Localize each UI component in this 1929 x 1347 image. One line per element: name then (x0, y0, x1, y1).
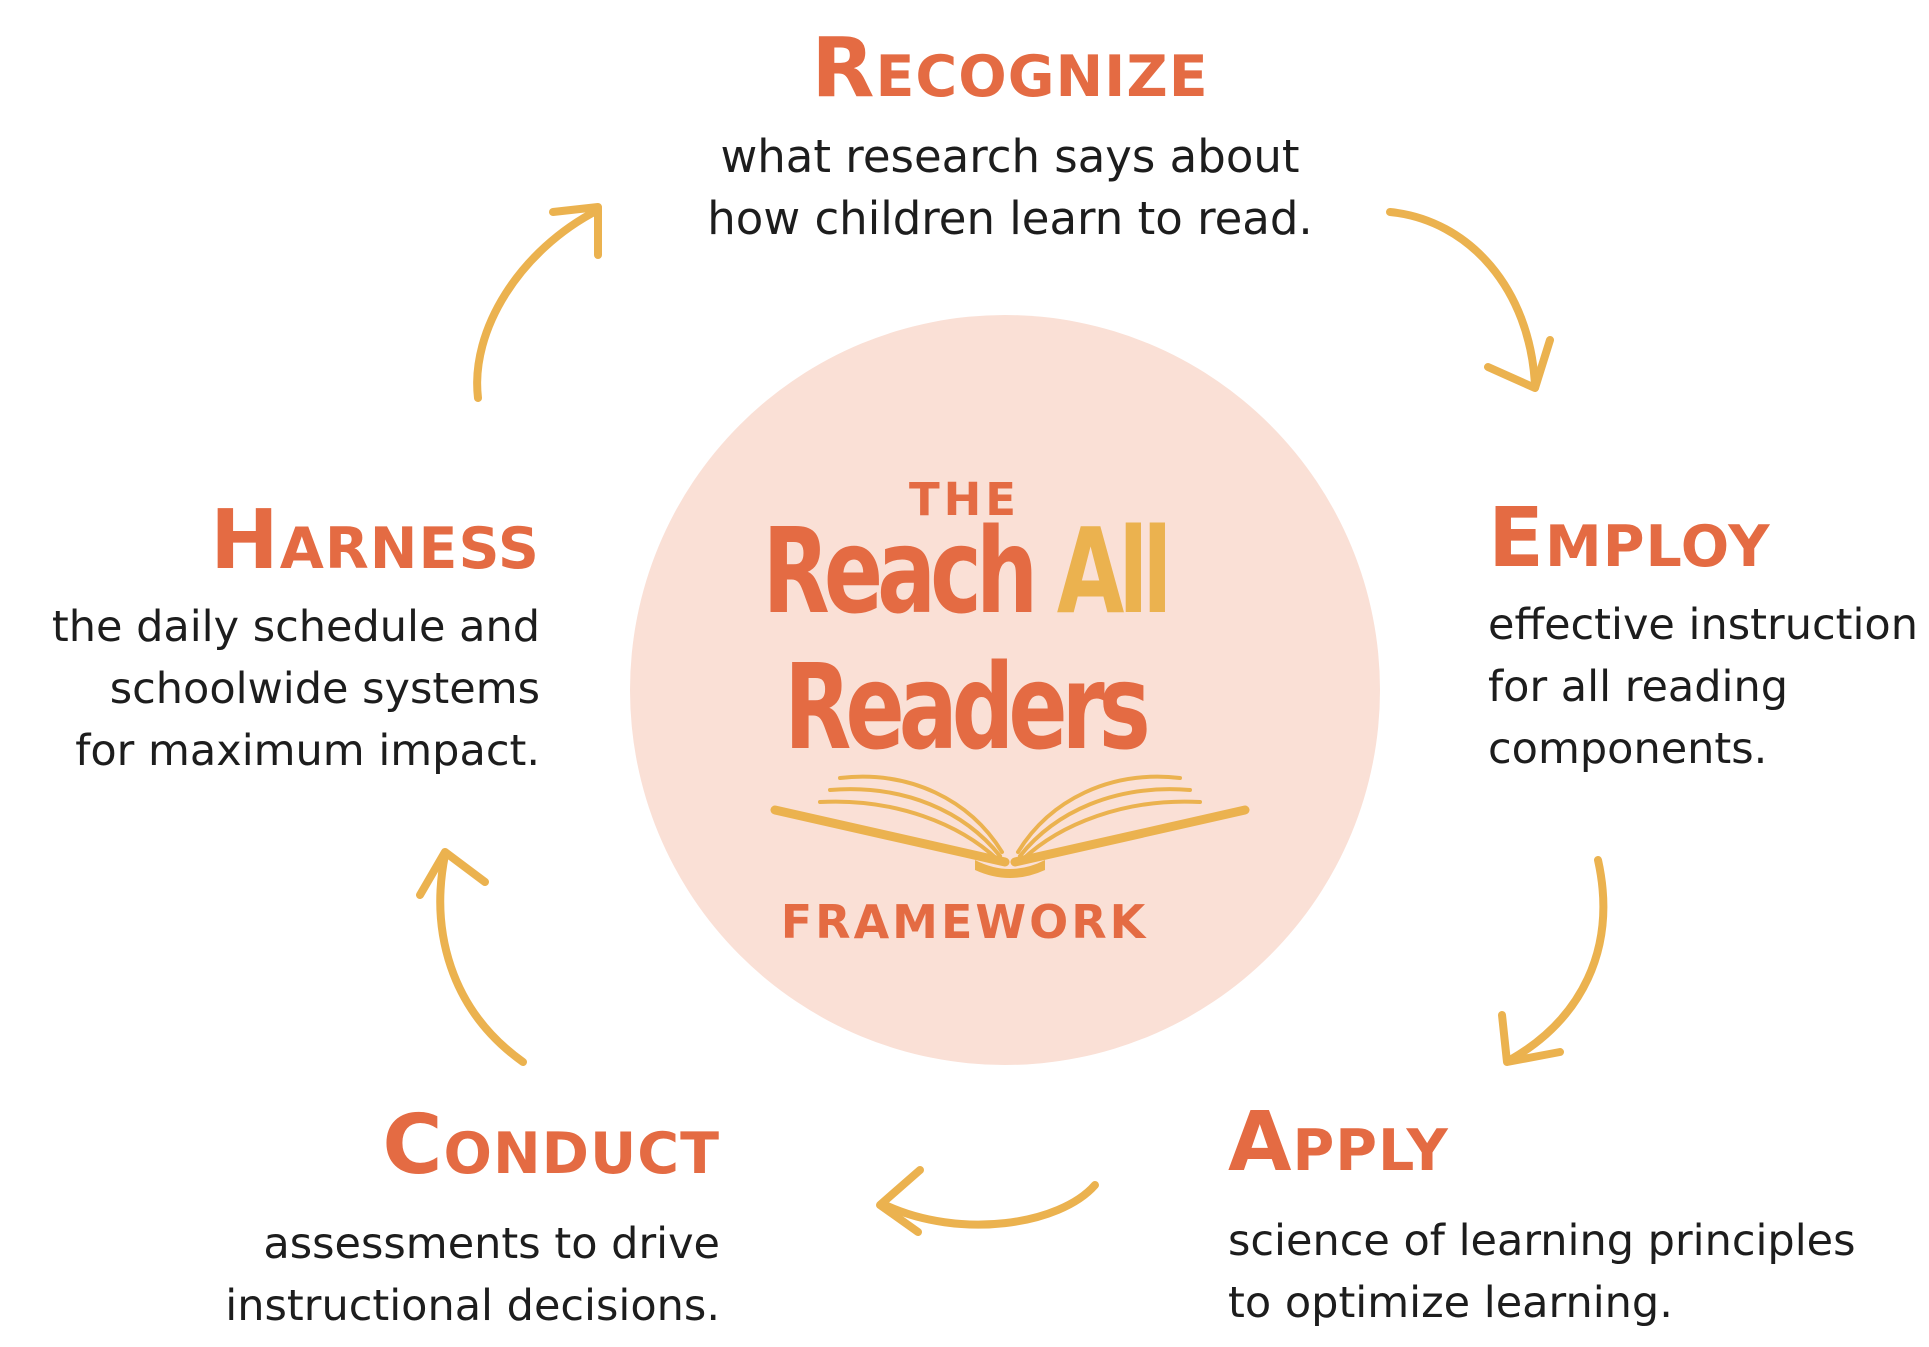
step-title: Conduct (382, 1098, 720, 1193)
logo-line-2: Readers (251, 648, 1678, 766)
center-circle (630, 315, 1380, 1065)
logo-readers: Readers (784, 638, 1151, 776)
step-harness: Harness the daily schedule and schoolwid… (40, 500, 540, 782)
step-recognize: Recognize what research says about how c… (560, 28, 1460, 250)
logo-reach: Reach (762, 502, 1039, 640)
step-description: the daily schedule and schoolwide system… (51, 602, 540, 776)
logo-framework: FRAMEWORK (780, 895, 1149, 949)
step-description: effective instruction for all reading co… (1488, 600, 1918, 774)
step-title: Harness (210, 493, 540, 588)
curved-arrow-icon (1498, 856, 1608, 1066)
step-conduct: Conduct assessments to drive instruction… (200, 1105, 720, 1337)
curved-arrow-icon (473, 203, 602, 402)
curved-arrow-icon (876, 1166, 1099, 1236)
logo-line-1: Reach All (251, 512, 1678, 630)
step-title: Apply (1228, 1095, 1449, 1190)
step-title: Recognize (811, 21, 1209, 116)
step-title: Employ (1488, 491, 1771, 586)
logo-the: THE (908, 473, 1021, 526)
step-description: science of learning principles to optimi… (1228, 1216, 1856, 1328)
open-book-icon (770, 774, 1250, 878)
step-employ: Employ effective instruction for all rea… (1488, 498, 1928, 780)
curved-arrow-icon (416, 848, 527, 1066)
logo-all: All (1056, 502, 1173, 640)
curved-arrow-icon (1386, 208, 1554, 392)
step-apply: Apply science of learning principles to … (1228, 1102, 1868, 1334)
step-description: what research says about how children le… (707, 130, 1313, 245)
step-description: assessments to drive instructional decis… (225, 1219, 720, 1331)
